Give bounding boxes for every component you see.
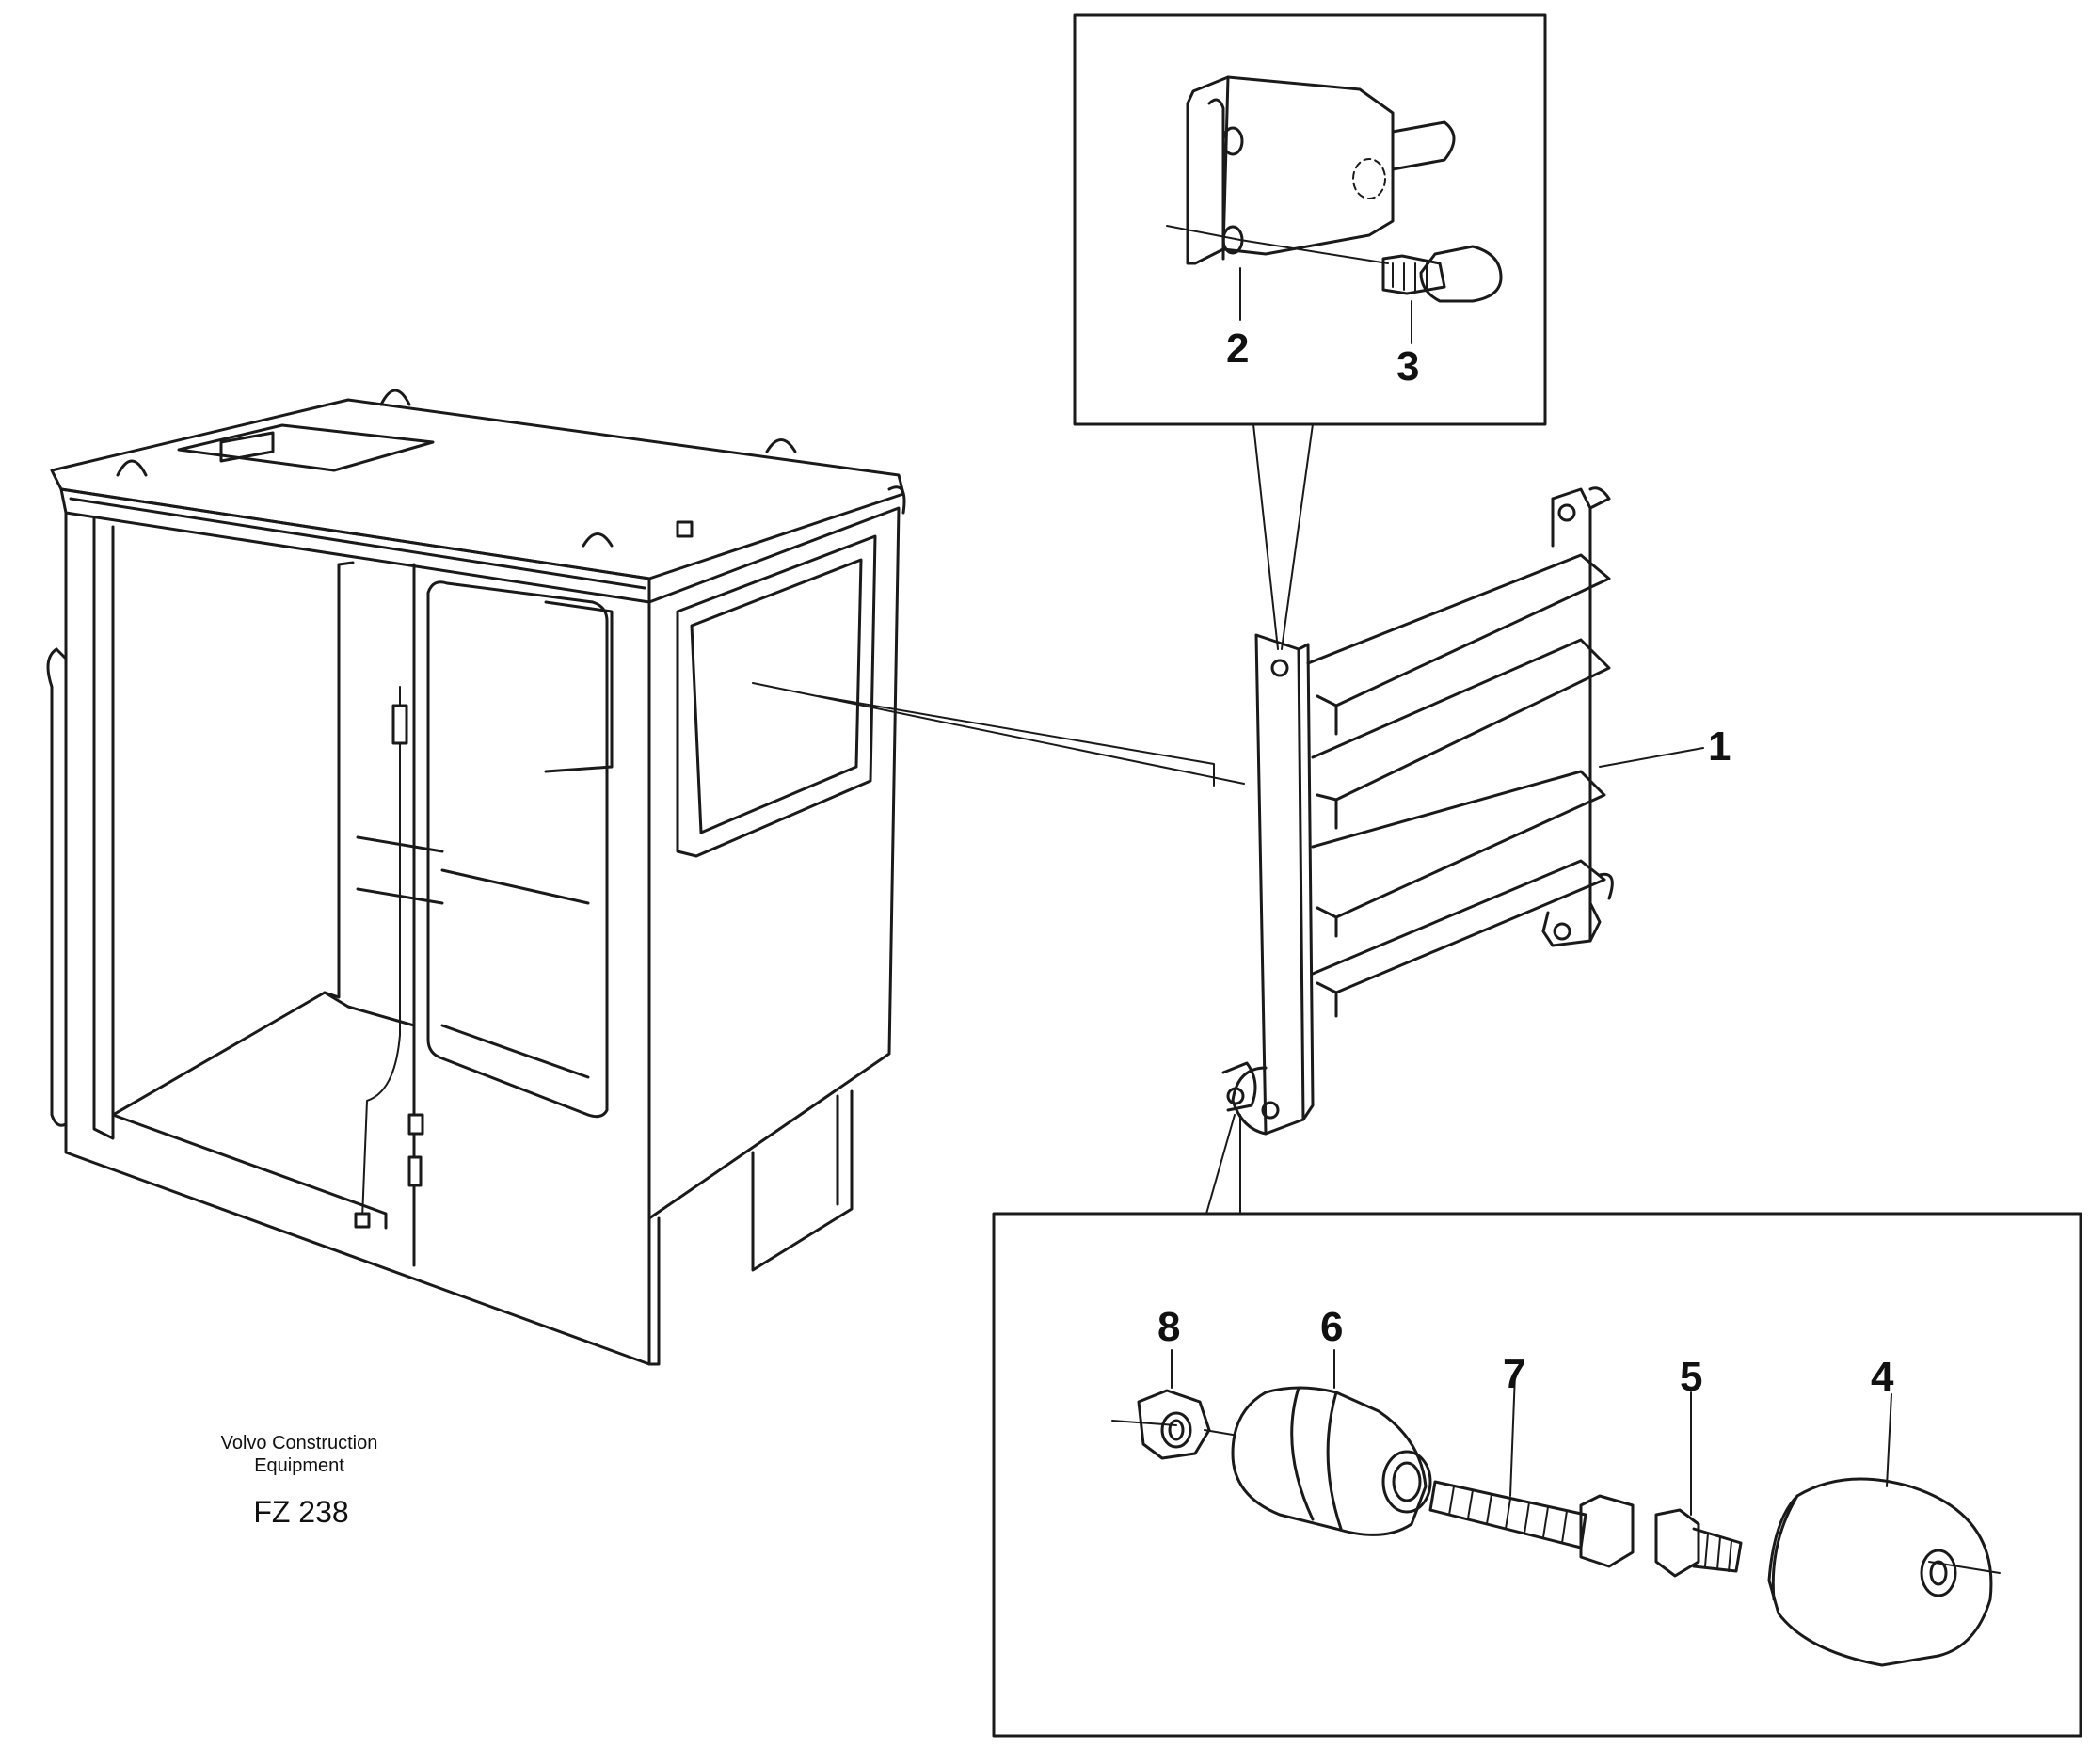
callout-7: 7 (1503, 1351, 1525, 1397)
callout-1: 1 (1708, 723, 1731, 770)
callout-4: 4 (1871, 1354, 1894, 1400)
figure-code: FZ 238 (253, 1495, 348, 1529)
company-name-line1: Volvo Construction (221, 1433, 378, 1454)
louvre-grille-assembly (1221, 486, 1704, 1136)
callout-3: 3 (1396, 343, 1419, 389)
callout-8: 8 (1157, 1304, 1180, 1350)
callout-2: 2 (1226, 326, 1249, 372)
operator-cab (46, 389, 1245, 1366)
bracket-detail-box (1073, 13, 1547, 650)
damper-detail-box (992, 1114, 2082, 1738)
callout-5: 5 (1680, 1354, 1702, 1400)
company-name-line2: Equipment (254, 1455, 344, 1476)
callout-6: 6 (1320, 1304, 1343, 1350)
